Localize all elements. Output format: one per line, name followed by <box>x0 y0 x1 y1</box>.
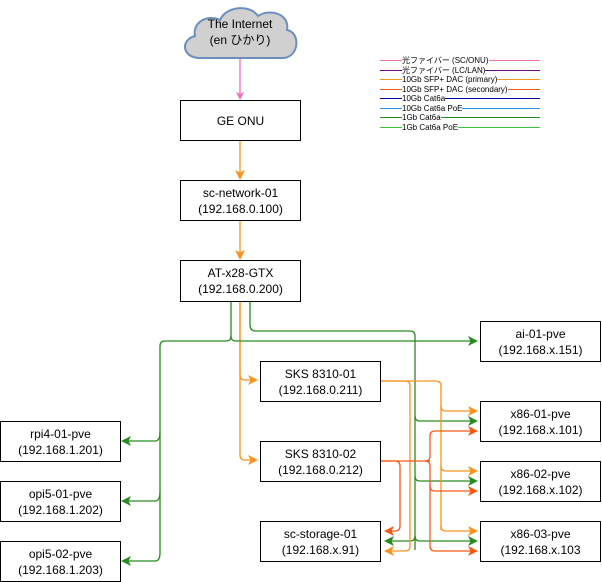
node-name: SKS 8310-02 <box>284 446 357 461</box>
cloud-subtitle: (en ひかり) <box>209 33 271 47</box>
legend-swatch <box>380 126 402 128</box>
node-name: sc-storage-01 <box>283 526 358 541</box>
node-sc-storage-01[interactable]: sc-storage-01 (192.168.x.91) <box>260 521 381 562</box>
link-sks01-x86-03 <box>440 525 478 536</box>
node-ip: (192.168.1.201) <box>18 442 103 457</box>
link-sks02-x86-01 <box>424 426 478 462</box>
node-ip: (192.168.x.101) <box>498 422 583 437</box>
node-ip: (192.168.0.211) <box>278 382 363 397</box>
node-ge-onu[interactable]: GE ONU <box>180 100 301 141</box>
node-ip: (192.168.1.203) <box>18 562 103 577</box>
node-sks-8310-01[interactable]: SKS 8310-01 (192.168.0.211) <box>260 361 381 402</box>
node-x86-01-pve[interactable]: x86-01-pve (192.168.x.101) <box>480 401 601 442</box>
cloud-title: The Internet <box>207 17 273 31</box>
node-ip: (192.168.0.212) <box>278 462 363 477</box>
node-name: ai-01-pve <box>515 326 566 341</box>
node-ai-01-pve[interactable]: ai-01-pve (192.168.x.151) <box>480 321 601 362</box>
legend-swatch-tail <box>445 98 540 100</box>
link-at-sks02 <box>239 302 258 465</box>
legend-label: 光ファイバー (SC/ONU) <box>402 56 489 65</box>
link-green-x86-03 <box>414 535 478 546</box>
legend-item: 光ファイバー (SC/ONU) <box>380 56 540 66</box>
legend-swatch <box>380 88 402 90</box>
legend-swatch-tail <box>485 69 540 71</box>
node-name: x86-01-pve <box>510 406 571 421</box>
node-ip: (192.168.x.102) <box>498 482 583 497</box>
legend-item: 1Gb Cat6a PoE <box>380 123 540 133</box>
link-sks02-x86-02 <box>424 460 478 496</box>
link-sks02-storage <box>381 460 401 536</box>
node-ip: (192.168.0.200) <box>198 282 283 296</box>
legend-item: 光ファイバー (LC/LAN) <box>380 66 540 76</box>
legend-label: 1Gb Cat6a PoE <box>402 122 459 132</box>
node-name: AT-x28-GTX <box>207 266 274 280</box>
legend-swatch-tail <box>458 126 540 128</box>
node-name: sc-network-01 <box>202 185 279 200</box>
link-at-green-right <box>249 302 416 550</box>
link-to-rpi4 <box>121 431 161 446</box>
legend-swatch <box>380 69 402 71</box>
link-sks01-x86-02 <box>440 465 478 476</box>
legend-item: 10Gb Cat6a PoE <box>380 104 540 114</box>
internet-cloud: The Internet (en ひかり) <box>195 16 285 48</box>
legend-label: 1Gb Cat6a <box>402 113 441 122</box>
node-name: x86-03-pve <box>510 526 571 541</box>
node-name: x86-02-pve <box>510 466 571 481</box>
legend-swatch-tail <box>488 60 540 62</box>
node-opi5-01-pve[interactable]: opi5-01-pve (192.168.1.202) <box>0 481 121 522</box>
legend-label: 10Gb SFP+ DAC (primary) <box>402 75 498 84</box>
node-x86-03-pve[interactable]: x86-03-pve (192.168.x.103 <box>480 521 601 562</box>
node-name: GE ONU <box>216 113 265 128</box>
node-sc-network-01[interactable]: sc-network-01 (192.168.0.100) <box>180 180 301 221</box>
link-to-opi501 <box>121 491 161 506</box>
node-name: SKS 8310-01 <box>284 366 357 381</box>
legend-item: 10Gb SFP+ DAC (primary) <box>380 75 540 85</box>
legend-swatch <box>380 79 402 81</box>
link-sks01-x86-01 <box>440 405 478 416</box>
legend-swatch-tail <box>462 107 540 109</box>
legend-swatch-tail <box>507 88 540 90</box>
internet-cloud-shape <box>184 7 298 59</box>
legend-item: 1Gb Cat6a <box>380 113 540 123</box>
node-opi5-02-pve[interactable]: opi5-02-pve (192.168.1.203) <box>0 541 121 582</box>
node-name: opi5-01-pve <box>28 486 93 501</box>
node-sks-8310-02[interactable]: SKS 8310-02 (192.168.0.212) <box>260 441 381 482</box>
node-rpi4-01-pve[interactable]: rpi4-01-pve (192.168.1.201) <box>0 421 121 462</box>
link-to-opi502 <box>121 552 161 566</box>
legend-swatch <box>380 98 402 100</box>
legend-label: 10Gb Cat6a <box>402 94 446 103</box>
legend: 光ファイバー (SC/ONU)光ファイバー (LC/LAN)10Gb SFP+ … <box>380 56 540 132</box>
node-name: opi5-02-pve <box>28 546 93 561</box>
legend-swatch <box>380 60 402 62</box>
legend-item: 10Gb Cat6a <box>380 94 540 104</box>
legend-swatch-tail <box>497 79 540 81</box>
link-to-ai01 <box>230 335 478 346</box>
legend-label: 10Gb Cat6a PoE <box>402 103 463 113</box>
node-ip: (192.168.0.100) <box>198 201 283 216</box>
node-at-x28-gtx[interactable]: AT-x28-GTX (192.168.0.200) <box>180 260 301 302</box>
node-ip: (192.168.x.151) <box>498 342 583 357</box>
link-green-x86-02 <box>414 475 478 486</box>
link-green-x86-01 <box>414 415 478 426</box>
link-at-green-left <box>159 302 232 553</box>
link-sks01-out <box>381 380 442 530</box>
legend-label: 10Gb SFP+ DAC (secondary) <box>402 84 508 94</box>
node-ip: (192.168.1.202) <box>18 502 103 517</box>
link-sks02-x86-03 <box>429 486 478 556</box>
link-sks01-storage <box>381 380 411 556</box>
node-x86-02-pve[interactable]: x86-02-pve (192.168.x.102) <box>480 461 601 502</box>
node-ip: (192.168.x.103 <box>500 542 581 557</box>
node-ip: (192.168.x.91) <box>281 542 360 557</box>
legend-swatch <box>380 107 402 109</box>
legend-swatch-tail <box>440 117 540 119</box>
legend-item: 10Gb SFP+ DAC (secondary) <box>380 85 540 95</box>
node-name: rpi4-01-pve <box>30 426 91 441</box>
legend-label: 光ファイバー (LC/LAN) <box>402 65 486 75</box>
legend-swatch <box>380 117 402 119</box>
